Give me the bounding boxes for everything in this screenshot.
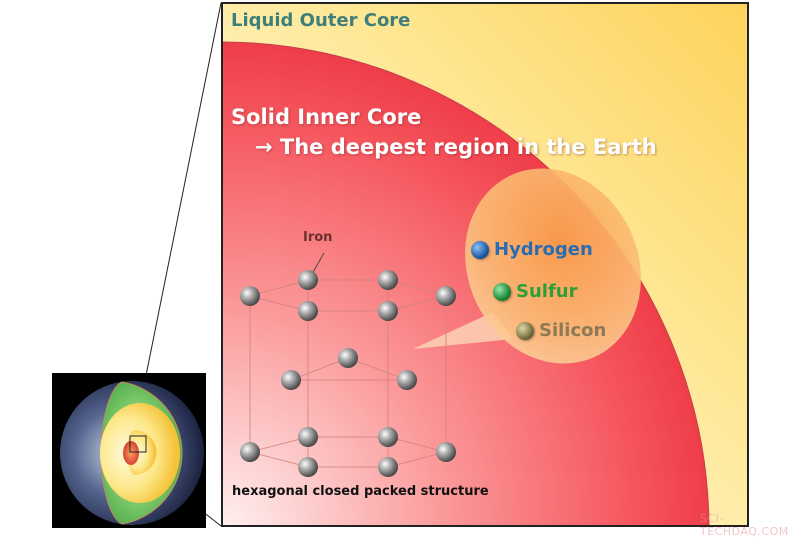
earth-icon (60, 381, 204, 525)
iron-atoms (240, 270, 456, 477)
silicon-atom-icon (516, 321, 534, 340)
inner-core-detail-panel: Liquid Outer Core Solid Inner Core → The… (221, 2, 749, 527)
earth-cross-section-inset (52, 373, 206, 528)
inner-core-region (223, 41, 710, 525)
sulfur-label: Sulfur (516, 281, 578, 302)
hydrogen-atom-icon (471, 240, 489, 259)
iron-label: Iron (303, 230, 333, 245)
inner-core-label: Solid Inner Core (231, 105, 422, 129)
hydrogen-label: Hydrogen (494, 239, 593, 260)
hydrogen-item: Hydrogen (471, 239, 593, 260)
outer-core-label: Liquid Outer Core (231, 10, 411, 31)
inner-core-subtitle: → The deepest region in the Earth (255, 135, 657, 159)
silicon-label: Silicon (539, 320, 607, 341)
hcp-structure-label: hexagonal closed packed structure (232, 484, 489, 499)
silicon-item: Silicon (516, 320, 606, 341)
sulfur-item: Sulfur (493, 281, 577, 302)
watermark: SCI-TECHDAQ.COM (700, 512, 789, 538)
sulfur-atom-icon (493, 282, 511, 301)
